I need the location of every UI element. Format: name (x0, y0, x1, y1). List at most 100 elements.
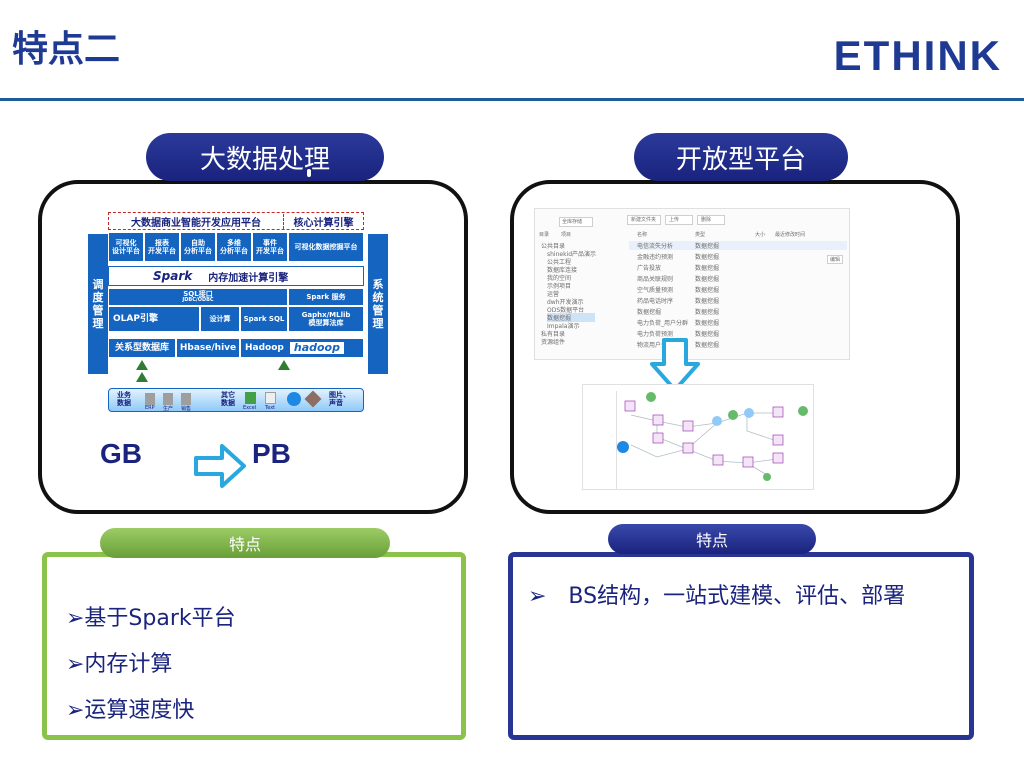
hadoop-logo: hadoop (289, 341, 344, 355)
left-feature-2: ➢内存计算 (66, 652, 173, 677)
table-row[interactable]: 电信流失分析数据挖掘 (629, 241, 847, 250)
hadoop-label: Hadoop (245, 342, 284, 353)
external-data-label: 其它 数据 (221, 391, 235, 407)
architecture-diagram: 调 度 管 理 系 统 管 理 大数据商业智能开发应用平台 核心计算引擎 可视化… (88, 212, 388, 412)
data-sources-bar: 业务 数据 ERP 生产 销售 其它 数据 Excel Text 图片、 声音 (108, 388, 364, 412)
tree-tab-project[interactable]: 项目 (561, 232, 572, 238)
sales-label: 销售 (181, 406, 192, 412)
hbase-block: Hbase/hive (176, 338, 240, 358)
tree-item[interactable]: dwh开发演示 (547, 299, 584, 306)
table-row[interactable]: 空气质量预测数据挖掘 (637, 287, 720, 294)
production-icon (163, 393, 173, 405)
new-folder-button[interactable]: 新建文件夹 (627, 215, 661, 225)
erp-icon (145, 393, 155, 405)
tree-item[interactable]: 运营 (547, 291, 560, 298)
table-row[interactable]: 物流用户分析数据挖掘 (637, 342, 720, 349)
column-size[interactable]: 大小 (755, 232, 766, 238)
tree-item[interactable]: 公共工程 (547, 259, 572, 266)
workflow-diagram (617, 392, 808, 481)
right-feature-1: ➢ BS结构，一站式建模、评估、部署 (528, 584, 906, 609)
tree-item[interactable]: Impala演示 (547, 323, 580, 330)
edit-label: 编辑 (829, 257, 840, 263)
core-engine-title: 核心计算引擎 (283, 213, 363, 229)
left-feature-pill: 特点 (100, 528, 390, 558)
tree-item-selected[interactable]: 数据挖掘 (547, 313, 595, 322)
up-arrow-3 (136, 372, 148, 382)
module-block-1: 可视化 设计平台 (108, 232, 144, 262)
business-data-label: 业务 数据 (117, 391, 131, 407)
sql-interface-label: SQL接口 (183, 290, 213, 299)
system-side-bar: 系 统 管 理 (368, 234, 388, 374)
sql-interface-block: SQL接口 JDBC/ODBC (108, 288, 288, 306)
design-calc-block: 设计算 (200, 306, 240, 332)
spark-logo: Spark (153, 269, 193, 283)
tree-tabs: 目录 项目 (539, 231, 621, 239)
table-row[interactable]: 电力负荷预测数据挖掘 (637, 331, 720, 338)
workflow-sidebar (583, 391, 617, 489)
platform-title: 大数据商业智能开发应用平台 (131, 217, 261, 229)
column-name[interactable]: 名称 (637, 232, 648, 238)
olap-block: OLAP引擎 (108, 306, 200, 332)
module-block-4: 多维 分析平台 (216, 232, 252, 262)
header-rule (0, 98, 1024, 101)
erp-label: ERP (145, 405, 155, 411)
open-platform-panel: 全库存储 新建文件夹 上传 删除 目录 项目 公共目录 shinekid产品演示… (510, 180, 960, 514)
right-feature-box (508, 552, 974, 740)
table-row[interactable]: 数据挖掘数据挖掘 (637, 309, 720, 316)
delete-label: 删除 (701, 217, 712, 223)
sql-interface-sub: JDBC/ODBC (182, 297, 214, 304)
delete-button[interactable]: 删除 (697, 215, 725, 225)
tree-item[interactable]: 示例项目 (547, 283, 572, 290)
hadoop-block: Hadoop hadoop (240, 338, 364, 358)
up-arrow-2 (278, 360, 290, 370)
production-label: 生产 (163, 406, 174, 412)
text-icon (265, 392, 276, 404)
rdb-block: 关系型数据库 (108, 338, 176, 358)
spark-service-block: Spark 服务 (288, 288, 364, 306)
tree-item[interactable]: 私有目录 (541, 331, 566, 338)
gb-label: GB (100, 438, 142, 469)
table-row[interactable]: 商品关联规则数据挖掘 (637, 276, 720, 283)
tree-tab-directory[interactable]: 目录 (539, 232, 550, 238)
scheduling-side-bar: 调 度 管 理 (88, 234, 108, 374)
module-block-2: 报表 开发平台 (144, 232, 180, 262)
table-header: 名称 类型 大小 最近修改时间 (629, 231, 847, 239)
edit-button[interactable]: 编辑 (827, 255, 843, 264)
tree-item[interactable]: 资源组件 (541, 339, 566, 346)
spark-engine-row: Spark 内存加速计算引擎 (108, 266, 364, 286)
spark-sql-block: Spark SQL (240, 306, 288, 332)
left-feature-3: ➢运算速度快 (66, 698, 195, 723)
big-data-panel: 调 度 管 理 系 统 管 理 大数据商业智能开发应用平台 核心计算引擎 可视化… (38, 180, 468, 514)
graphx-block: Gaphx/MLlib 模型算法库 (288, 306, 364, 332)
header-marker (306, 168, 312, 178)
folder-tree: 公共目录 shinekid产品演示 公共工程 数据库连接 我的空间 示例项目 运… (539, 241, 621, 357)
table-row[interactable]: 电力负荷_用户分群数据挖掘 (637, 320, 720, 327)
table-row[interactable]: 金融违约预测数据挖掘 (637, 254, 720, 261)
column-type[interactable]: 类型 (695, 232, 706, 238)
logo: ETHINK (833, 32, 1002, 79)
up-arrow-1 (136, 360, 148, 370)
left-feature-1: ➢基于Spark平台 (66, 606, 236, 631)
upload-button[interactable]: 上传 (665, 215, 693, 225)
mining-block: 可视化数据挖掘平台 (288, 232, 364, 262)
tree-item[interactable]: shinekid产品演示 (547, 251, 597, 258)
pb-label: PB (252, 438, 291, 469)
excel-icon (245, 392, 256, 404)
upload-label: 上传 (669, 217, 680, 223)
platform-title-bar: 大数据商业智能开发应用平台 核心计算引擎 (108, 212, 364, 230)
tree-item[interactable]: 数据库连接 (547, 267, 578, 274)
spark-engine-label: 内存加速计算引擎 (208, 272, 289, 284)
tree-item[interactable]: 我的空间 (547, 275, 572, 282)
table-row[interactable]: 广告投放数据挖掘 (637, 265, 720, 272)
slide-title: 特点二 (12, 29, 121, 70)
tree-item[interactable]: ODS数据平台 (547, 307, 585, 314)
column-modified[interactable]: 最近修改时间 (775, 232, 806, 238)
excel-label: Excel (243, 405, 257, 411)
table-row[interactable]: 药品电话时序数据挖掘 (637, 298, 720, 305)
tool-icon (304, 390, 322, 408)
right-feature-pill: 特点 (608, 524, 816, 554)
search-box-label: 全库存储 (562, 219, 583, 225)
module-block-3: 自助 分析平台 (180, 232, 216, 262)
tree-item[interactable]: 公共目录 (541, 243, 566, 250)
search-box[interactable]: 全库存储 (559, 217, 593, 227)
